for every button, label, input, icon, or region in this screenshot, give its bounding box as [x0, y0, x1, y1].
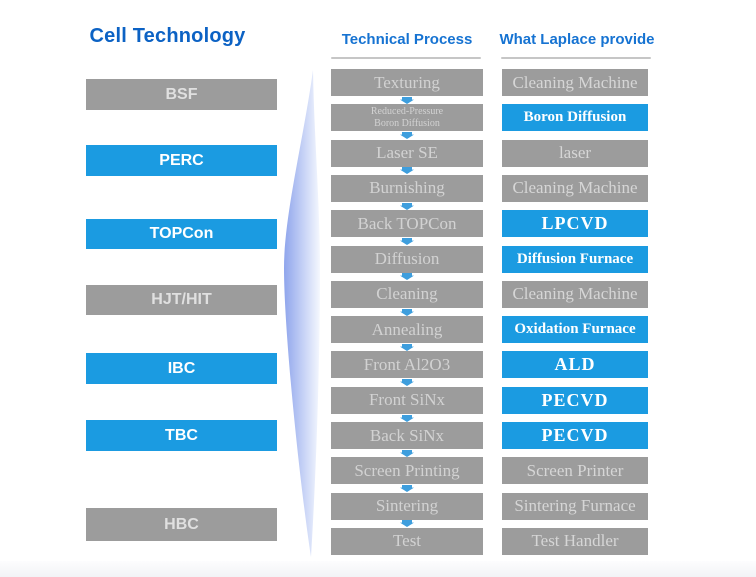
process-step-box: Front Al2O3: [331, 351, 483, 379]
funnel-shape: [284, 70, 320, 557]
provide-box-oxidation-furnace: Oxidation Furnace: [502, 316, 648, 344]
process-column-title: Technical Process: [341, 31, 473, 48]
provide-box-pecvd: PECVD: [502, 386, 648, 414]
cell-tech-box-hjt-hit: HJT/HIT: [86, 285, 277, 315]
provide-box-cleaning-machine: Cleaning Machine: [502, 69, 648, 96]
provide-box-screen-printer: Screen Printer: [502, 457, 648, 485]
down-arrow-icon: [400, 485, 414, 493]
cell-tech-box-bsf: BSF: [86, 79, 277, 110]
process-step-box: Burnishing: [331, 174, 483, 202]
provide-box-boron-diffusion: Boron Diffusion: [502, 104, 648, 132]
process-step-line: Boron Diffusion: [374, 117, 440, 129]
process-step-box: Annealing: [331, 316, 483, 344]
down-arrow-icon: [400, 96, 414, 104]
process-step-line: Reduced-Pressure: [370, 106, 444, 118]
left-column-title: Cell Technology: [89, 25, 246, 47]
provide-box-cleaning-machine: Cleaning Machine: [502, 280, 648, 308]
header-underline: [501, 57, 651, 59]
process-step-box: Diffusion: [331, 245, 483, 273]
process-step-box: Front SiNx: [331, 386, 483, 414]
provide-box-cleaning-machine: Cleaning Machine: [502, 174, 648, 202]
process-step-box: Sintering: [331, 492, 483, 520]
provide-box-ald: ALD: [502, 351, 648, 379]
provide-box-sintering-furnace: Sintering Furnace: [502, 492, 648, 520]
down-arrow-icon: [400, 308, 414, 316]
provide-box-diffusion-furnace: Diffusion Furnace: [502, 245, 648, 273]
provide-box-laser: laser: [502, 139, 648, 167]
down-arrow-icon: [400, 379, 414, 387]
down-arrow-icon: [400, 202, 414, 210]
down-arrow-icon: [400, 132, 414, 140]
provide-box-test-handler: Test Handler: [502, 527, 648, 555]
down-arrow-icon: [400, 238, 414, 245]
down-arrow-icon: [400, 449, 414, 457]
process-step-box: Laser SE: [331, 139, 483, 167]
process-step-box: Screen Printing: [331, 457, 483, 485]
down-arrow-icon: [400, 167, 414, 175]
cell-tech-box-perc: PERC: [86, 145, 277, 176]
cell-tech-box-hbc: HBC: [86, 508, 277, 541]
process-step-box: Cleaning: [331, 280, 483, 308]
down-arrow-icon: [400, 520, 414, 528]
header-underline: [331, 57, 481, 59]
process-step-box: Back SiNx: [331, 422, 483, 449]
down-arrow-icon: [400, 414, 414, 422]
footer-strip: [0, 561, 756, 577]
down-arrow-icon: [400, 343, 414, 351]
cell-tech-box-ibc: IBC: [86, 353, 277, 384]
cell-tech-box-tbc: TBC: [86, 420, 277, 451]
provide-box-lpcvd: LPCVD: [502, 210, 648, 238]
down-arrow-icon: [400, 273, 414, 281]
process-step-box: Texturing: [331, 69, 483, 96]
cell-tech-box-topcon: TOPCon: [86, 219, 277, 249]
provide-column-title: What Laplace provide: [499, 31, 655, 48]
process-step-box: Test: [331, 527, 483, 555]
provide-box-pecvd: PECVD: [502, 422, 648, 449]
process-step-box: Back TOPCon: [331, 210, 483, 238]
